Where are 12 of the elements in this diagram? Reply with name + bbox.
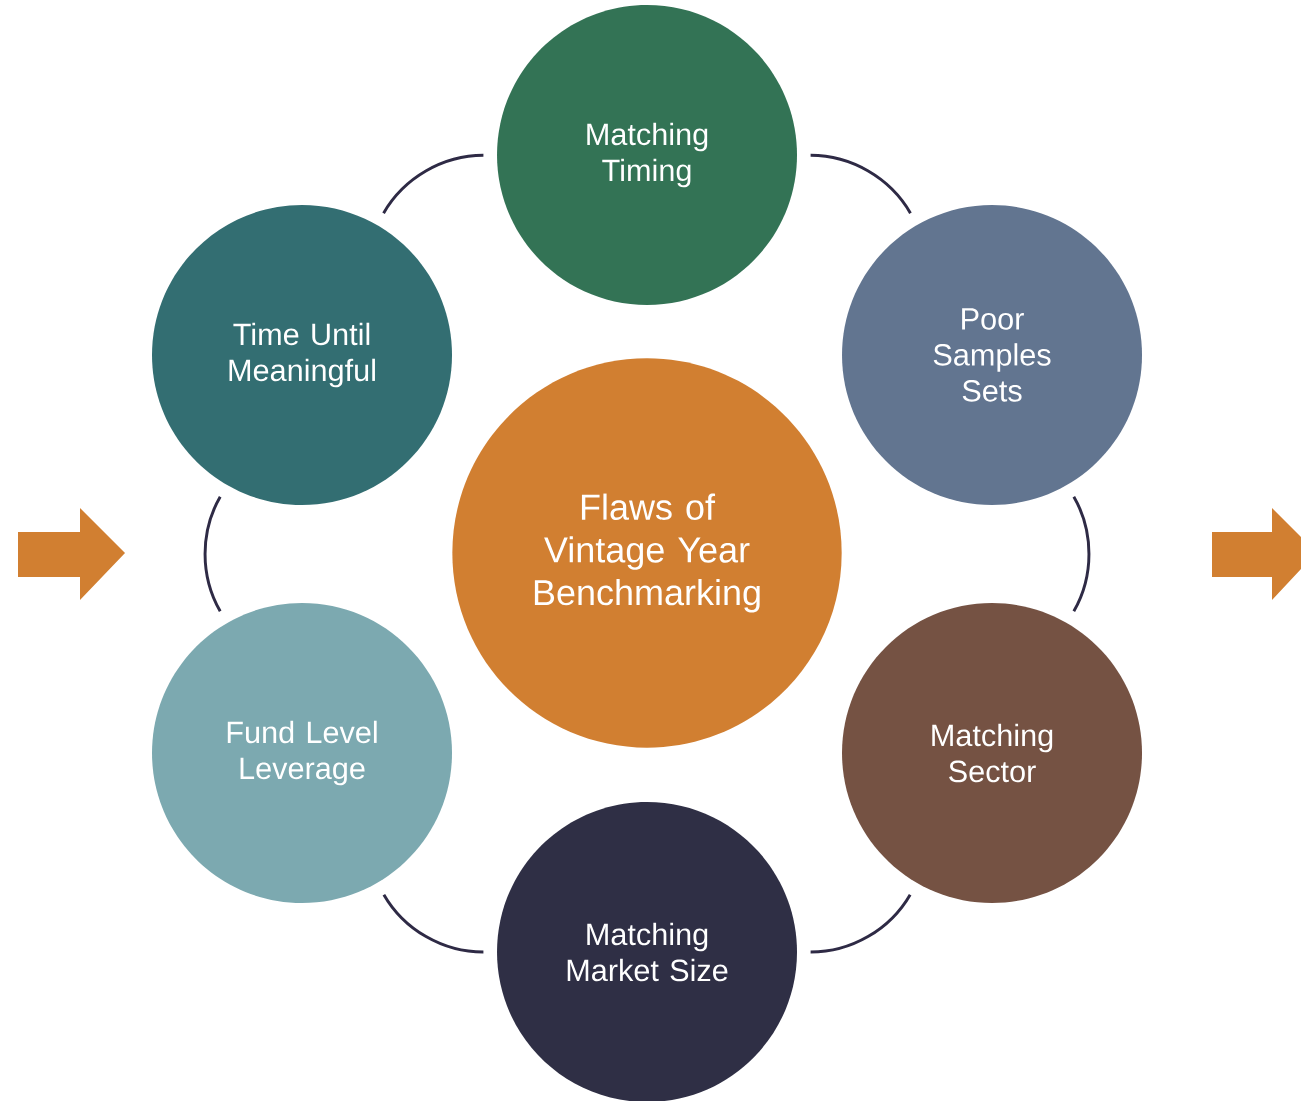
circle-node: Matching Sector — [842, 603, 1142, 903]
connector-arc — [810, 893, 912, 954]
circle-node: Matching Timing — [497, 5, 797, 305]
connector-arc — [203, 496, 222, 612]
connector-arc — [1072, 496, 1091, 612]
circle-node: Poor Samples Sets — [842, 205, 1142, 505]
connector-arc — [810, 153, 912, 214]
connector-arc — [382, 893, 484, 954]
circle-node: Time Until Meaningful — [152, 205, 452, 505]
circle-node: Fund Level Leverage — [152, 603, 452, 903]
circle-node: Flaws of Vintage Year Benchmarking — [452, 358, 842, 748]
connector-arc — [382, 153, 484, 214]
